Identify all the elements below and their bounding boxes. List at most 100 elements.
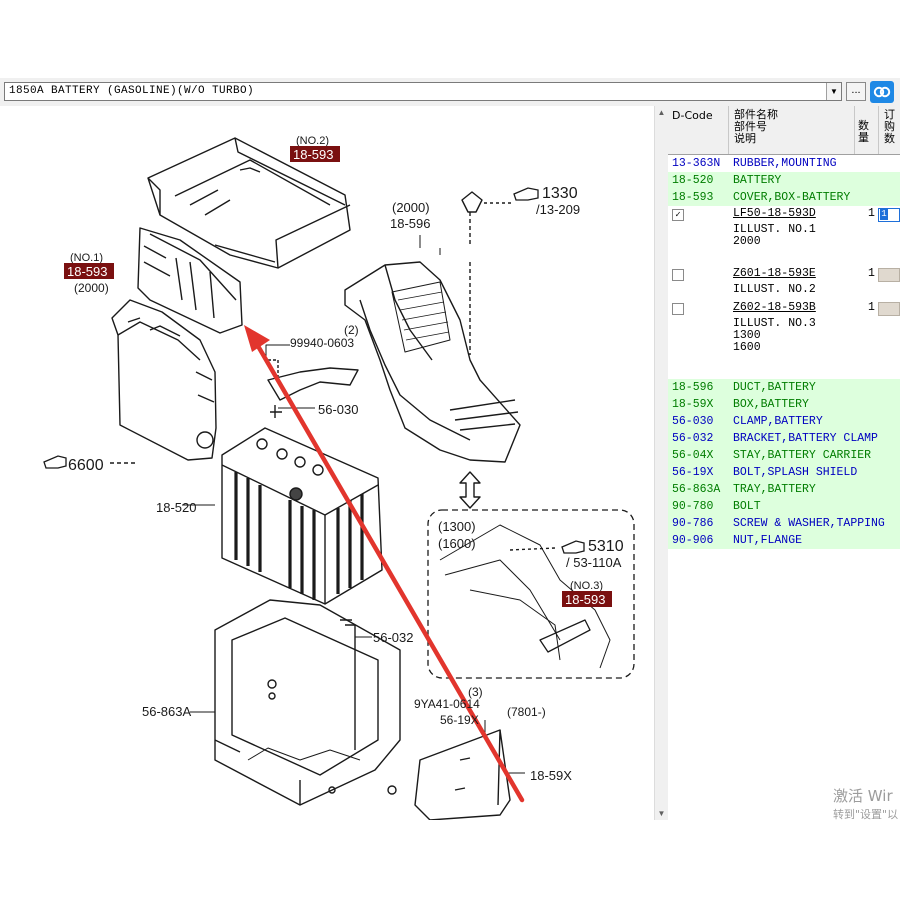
part-qty: 1 — [868, 301, 875, 314]
part-note: ILLUST. NO.2 — [733, 283, 816, 296]
part-note: 1300 — [733, 329, 761, 342]
label-56-19x: 56-19X — [440, 713, 479, 727]
row-name: RUBBER,MOUNTING — [733, 157, 837, 170]
row-name: BRACKET,BATTERY CLAMP — [733, 432, 878, 445]
parts-illustration[interactable]: (NO.2) 18-593 (NO.1) 18-593 (2000) (NO.3… — [0, 106, 654, 820]
row-code: 18-593 — [672, 191, 714, 204]
row-code: 18-596 — [672, 381, 714, 394]
row-name: NUT,FLANGE — [733, 534, 803, 547]
order-qty-input[interactable] — [878, 302, 900, 316]
label-56-863a: 56-863A — [142, 704, 191, 719]
label-13-209: /13-209 — [536, 202, 580, 217]
label-56-030: 56-030 — [318, 402, 358, 417]
table-row[interactable]: 18-59X BOX,BATTERY — [668, 396, 900, 413]
row-code: 18-59X — [672, 398, 714, 411]
illustration-select-value: 1850A BATTERY (GASOLINE)(W/O TURBO) — [9, 85, 255, 97]
header-order[interactable]: 订 购 数 — [884, 109, 898, 145]
battery-cover-no2 — [147, 137, 351, 269]
row-code: 18-520 — [672, 174, 714, 187]
label-no1-tag: (NO.1) — [70, 252, 103, 264]
battery-box-6600 — [111, 299, 217, 461]
select-checkbox[interactable]: ✓ — [672, 209, 684, 221]
link-button[interactable] — [870, 81, 894, 103]
part-note: ILLUST. NO.3 — [733, 317, 816, 330]
label-qty2: (2) — [344, 323, 359, 337]
battery-duct — [344, 261, 521, 463]
battery-cover-no1 — [137, 227, 243, 334]
header-name-line1: 部件名称 — [734, 108, 778, 121]
sub-part-row[interactable]: Z601-18-593E ILLUST. NO.2 1 — [668, 266, 900, 300]
table-row[interactable]: 56-04X STAY,BATTERY CARRIER — [668, 447, 900, 464]
label-1300: (1300) — [438, 519, 476, 534]
table-row[interactable]: 56-030 CLAMP,BATTERY — [668, 413, 900, 430]
row-name: CLAMP,BATTERY — [733, 415, 823, 428]
red-arrow-icon — [244, 325, 270, 352]
label-1330: 1330 — [542, 185, 578, 202]
row-name: BOLT,SPLASH SHIELD — [733, 466, 858, 479]
header-dcode[interactable]: D-Code — [672, 109, 713, 122]
row-code: 56-04X — [672, 449, 714, 462]
browse-button[interactable]: ... — [846, 82, 866, 101]
row-code: 90-906 — [672, 534, 714, 547]
toolbar: 1850A BATTERY (GASOLINE)(W/O TURBO) ▼ ..… — [0, 78, 900, 107]
illustration-select[interactable]: 1850A BATTERY (GASOLINE)(W/O TURBO) ▼ — [4, 82, 842, 101]
label-no2-part: 18-593 — [293, 147, 333, 162]
chevron-down-icon[interactable]: ▼ — [826, 83, 841, 100]
label-no3-part: 18-593 — [565, 592, 605, 607]
row-code: 90-780 — [672, 500, 714, 513]
activation-watermark-hint: 转到"设置"以 — [833, 808, 899, 821]
row-code: 56-032 — [672, 432, 714, 445]
table-row[interactable]: 18-520 BATTERY — [668, 172, 900, 189]
row-name: STAY,BATTERY CARRIER — [733, 449, 872, 462]
scroll-up-icon[interactable]: ▲ — [657, 108, 666, 117]
label-1600: (1600) — [438, 536, 476, 551]
sub-part-row[interactable]: ✓ LF50-18-593D ILLUST. NO.1 2000 1 1 — [668, 206, 900, 266]
part-number-link[interactable]: LF50-18-593D — [733, 207, 816, 220]
table-row[interactable]: 13-363N RUBBER,MOUNTING — [668, 155, 900, 172]
header-name-line2: 部件号 — [734, 120, 767, 133]
header-part-name[interactable]: 部件名称 部件号 说明 — [734, 109, 778, 145]
label-no3-tag: (NO.3) — [570, 580, 603, 592]
link-icon — [873, 86, 891, 98]
header-order-line2: 购 — [884, 120, 895, 133]
label-no2-tag: (NO.2) — [296, 135, 329, 147]
pointer-hand-icon — [513, 187, 539, 201]
label-5310: 5310 — [588, 538, 624, 555]
battery-18-520 — [221, 427, 383, 605]
select-checkbox[interactable] — [672, 269, 684, 281]
label-9ya41: 9YA41-0614 — [414, 697, 480, 711]
part-note: 2000 — [733, 235, 761, 248]
label-18-596: 18-596 — [390, 216, 430, 231]
order-qty-input[interactable]: 1 — [878, 208, 900, 222]
row-name: BATTERY — [733, 174, 782, 187]
label-duct-year: (2000) — [392, 200, 430, 215]
table-row[interactable]: 90-780 BOLT — [668, 498, 900, 515]
table-row[interactable]: 56-863A TRAY,BATTERY — [668, 481, 900, 498]
row-code: 56-19X — [672, 466, 714, 479]
parts-list-panel: D-Code 部件名称 部件号 说明 数量 订 购 数 13-363N RUBB… — [668, 106, 900, 820]
parts-list-header: D-Code 部件名称 部件号 说明 数量 订 购 数 — [668, 106, 900, 155]
table-row[interactable]: 56-19X BOLT,SPLASH SHIELD — [668, 464, 900, 481]
order-qty-value: 1 — [880, 209, 888, 220]
header-qty[interactable]: 数量 — [858, 119, 869, 144]
header-name-line3: 说明 — [734, 132, 756, 145]
row-name: BOX,BATTERY — [733, 398, 809, 411]
table-row[interactable]: 18-596 DUCT,BATTERY — [668, 379, 900, 396]
part-number-link[interactable]: Z601-18-593E — [733, 267, 816, 280]
table-row[interactable]: 18-593 COVER,BOX-BATTERY — [668, 189, 900, 206]
diagram-scrollbar[interactable]: ▲ ▼ — [654, 106, 669, 820]
select-checkbox[interactable] — [672, 303, 684, 315]
parts-rows: 13-363N RUBBER,MOUNTING 18-520 BATTERY 1… — [668, 155, 900, 549]
header-order-line3: 数 — [884, 132, 895, 145]
table-row[interactable]: 90-906 NUT,FLANGE — [668, 532, 900, 549]
label-56-032: 56-032 — [373, 630, 413, 645]
scroll-down-icon[interactable]: ▼ — [657, 809, 666, 818]
row-name: BOLT — [733, 500, 761, 513]
table-row[interactable]: 90-786 SCREW & WASHER,TAPPING — [668, 515, 900, 532]
sub-part-row[interactable]: Z602-18-593B ILLUST. NO.3 1300 1600 1 — [668, 300, 900, 379]
order-qty-input[interactable] — [878, 268, 900, 282]
label-53-110a: / 53-110A — [566, 555, 622, 570]
label-99940: 99940-0603 — [290, 336, 354, 350]
table-row[interactable]: 56-032 BRACKET,BATTERY CLAMP — [668, 430, 900, 447]
part-number-link[interactable]: Z602-18-593B — [733, 301, 816, 314]
